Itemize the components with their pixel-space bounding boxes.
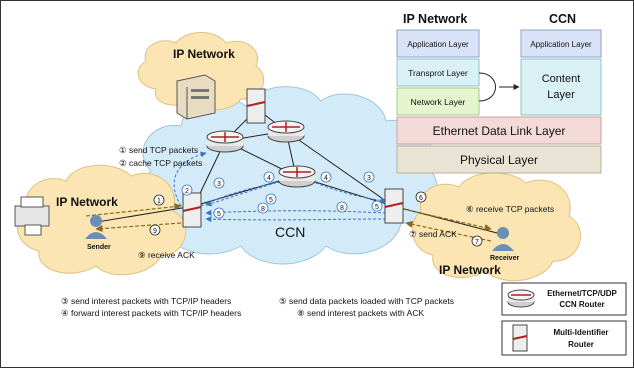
legend-multi-identifier-icon	[512, 324, 528, 352]
step9-annotation: ⑨ receive ACK	[138, 250, 195, 260]
marker-8: 8	[261, 206, 265, 213]
note-8: ⑧ send interest packets with ACK	[297, 308, 424, 318]
marker-5: 5	[375, 204, 379, 211]
server-icon	[176, 74, 216, 120]
legend-router1-line1: Ethernet/TCP/UDP	[547, 289, 617, 298]
marker-4: 4	[324, 175, 328, 182]
step2-annotation: ② cache TCP packets	[119, 158, 202, 168]
marker-5: 5	[217, 211, 221, 218]
step6-annotation: ⑥ receive TCP packets	[466, 204, 554, 214]
legend-router2-line1: Multi-Identifier	[553, 328, 608, 337]
legend-router1-line2: CCN Router	[559, 300, 604, 309]
multi-identifier-router	[246, 88, 266, 124]
note-4: ④ forward interest packets with TCP/IP h…	[61, 308, 241, 318]
stack-ip-title: IP Network	[403, 12, 467, 26]
sender-label: Sender	[87, 244, 111, 251]
top-network-label: IP Network	[173, 47, 235, 61]
content-layer-label-2: Layer	[547, 89, 575, 101]
network-layer-label: Network Layer	[411, 97, 466, 107]
step-markers: 1 2 3 3 4 4 5 5 5 6 7 8 8 9	[149, 171, 483, 247]
content-layer-label-1: Content	[542, 73, 581, 85]
marker-9: 9	[153, 228, 157, 235]
marker-2: 2	[185, 188, 189, 195]
top-ip-cloud	[137, 32, 265, 111]
marker-8: 8	[340, 205, 344, 212]
receiver-user-icon	[492, 227, 514, 251]
sender-user-icon	[85, 215, 107, 239]
marker-4: 4	[267, 175, 271, 182]
multi-identifier-router	[182, 192, 202, 228]
marker-5: 5	[269, 197, 273, 204]
stack-ccn-title: CCN	[549, 12, 576, 26]
ccn-label: CCN	[275, 224, 305, 240]
transport-layer-label: Transprot Layer	[408, 68, 468, 78]
ccn-router	[267, 120, 305, 143]
receiver-label: Receiver	[490, 255, 519, 262]
marker-7: 7	[475, 239, 479, 246]
note-3: ③ send interest packets with TCP/IP head…	[61, 296, 231, 306]
step7-annotation: ⑦ send ACK	[409, 229, 457, 239]
left-network-label: IP Network	[56, 195, 118, 209]
marker-3: 3	[367, 175, 371, 182]
step1-annotation: ① send TCP packets	[119, 145, 198, 155]
ccn-router	[206, 130, 244, 153]
legend-router-icon	[507, 289, 535, 308]
multi-identifier-router	[384, 188, 404, 224]
physical-layer-label: Physical Layer	[460, 153, 538, 167]
application-layer-label: Application Layer	[407, 40, 469, 49]
marker-1: 1	[157, 198, 161, 205]
ccn-router	[278, 165, 316, 188]
right-network-label: IP Network	[439, 263, 501, 277]
marker-6: 6	[419, 195, 423, 202]
note-5: ⑤ send data packets loaded with TCP pack…	[279, 296, 454, 306]
ethernet-layer-label: Ethernet Data Link Layer	[433, 124, 566, 138]
right-ip-cloud	[412, 172, 581, 282]
protocol-stack: IP Network CCN Application Layer Transpr…	[396, 12, 602, 174]
ccn-application-layer-label: Application Layer	[530, 40, 592, 49]
legend: Ethernet/TCP/UDP CCN Router Multi-Identi…	[501, 282, 627, 356]
ccn-flows	[173, 151, 387, 223]
legend-router2-line2: Router	[568, 340, 594, 349]
printer-icon	[14, 196, 50, 236]
marker-3: 3	[217, 181, 221, 188]
